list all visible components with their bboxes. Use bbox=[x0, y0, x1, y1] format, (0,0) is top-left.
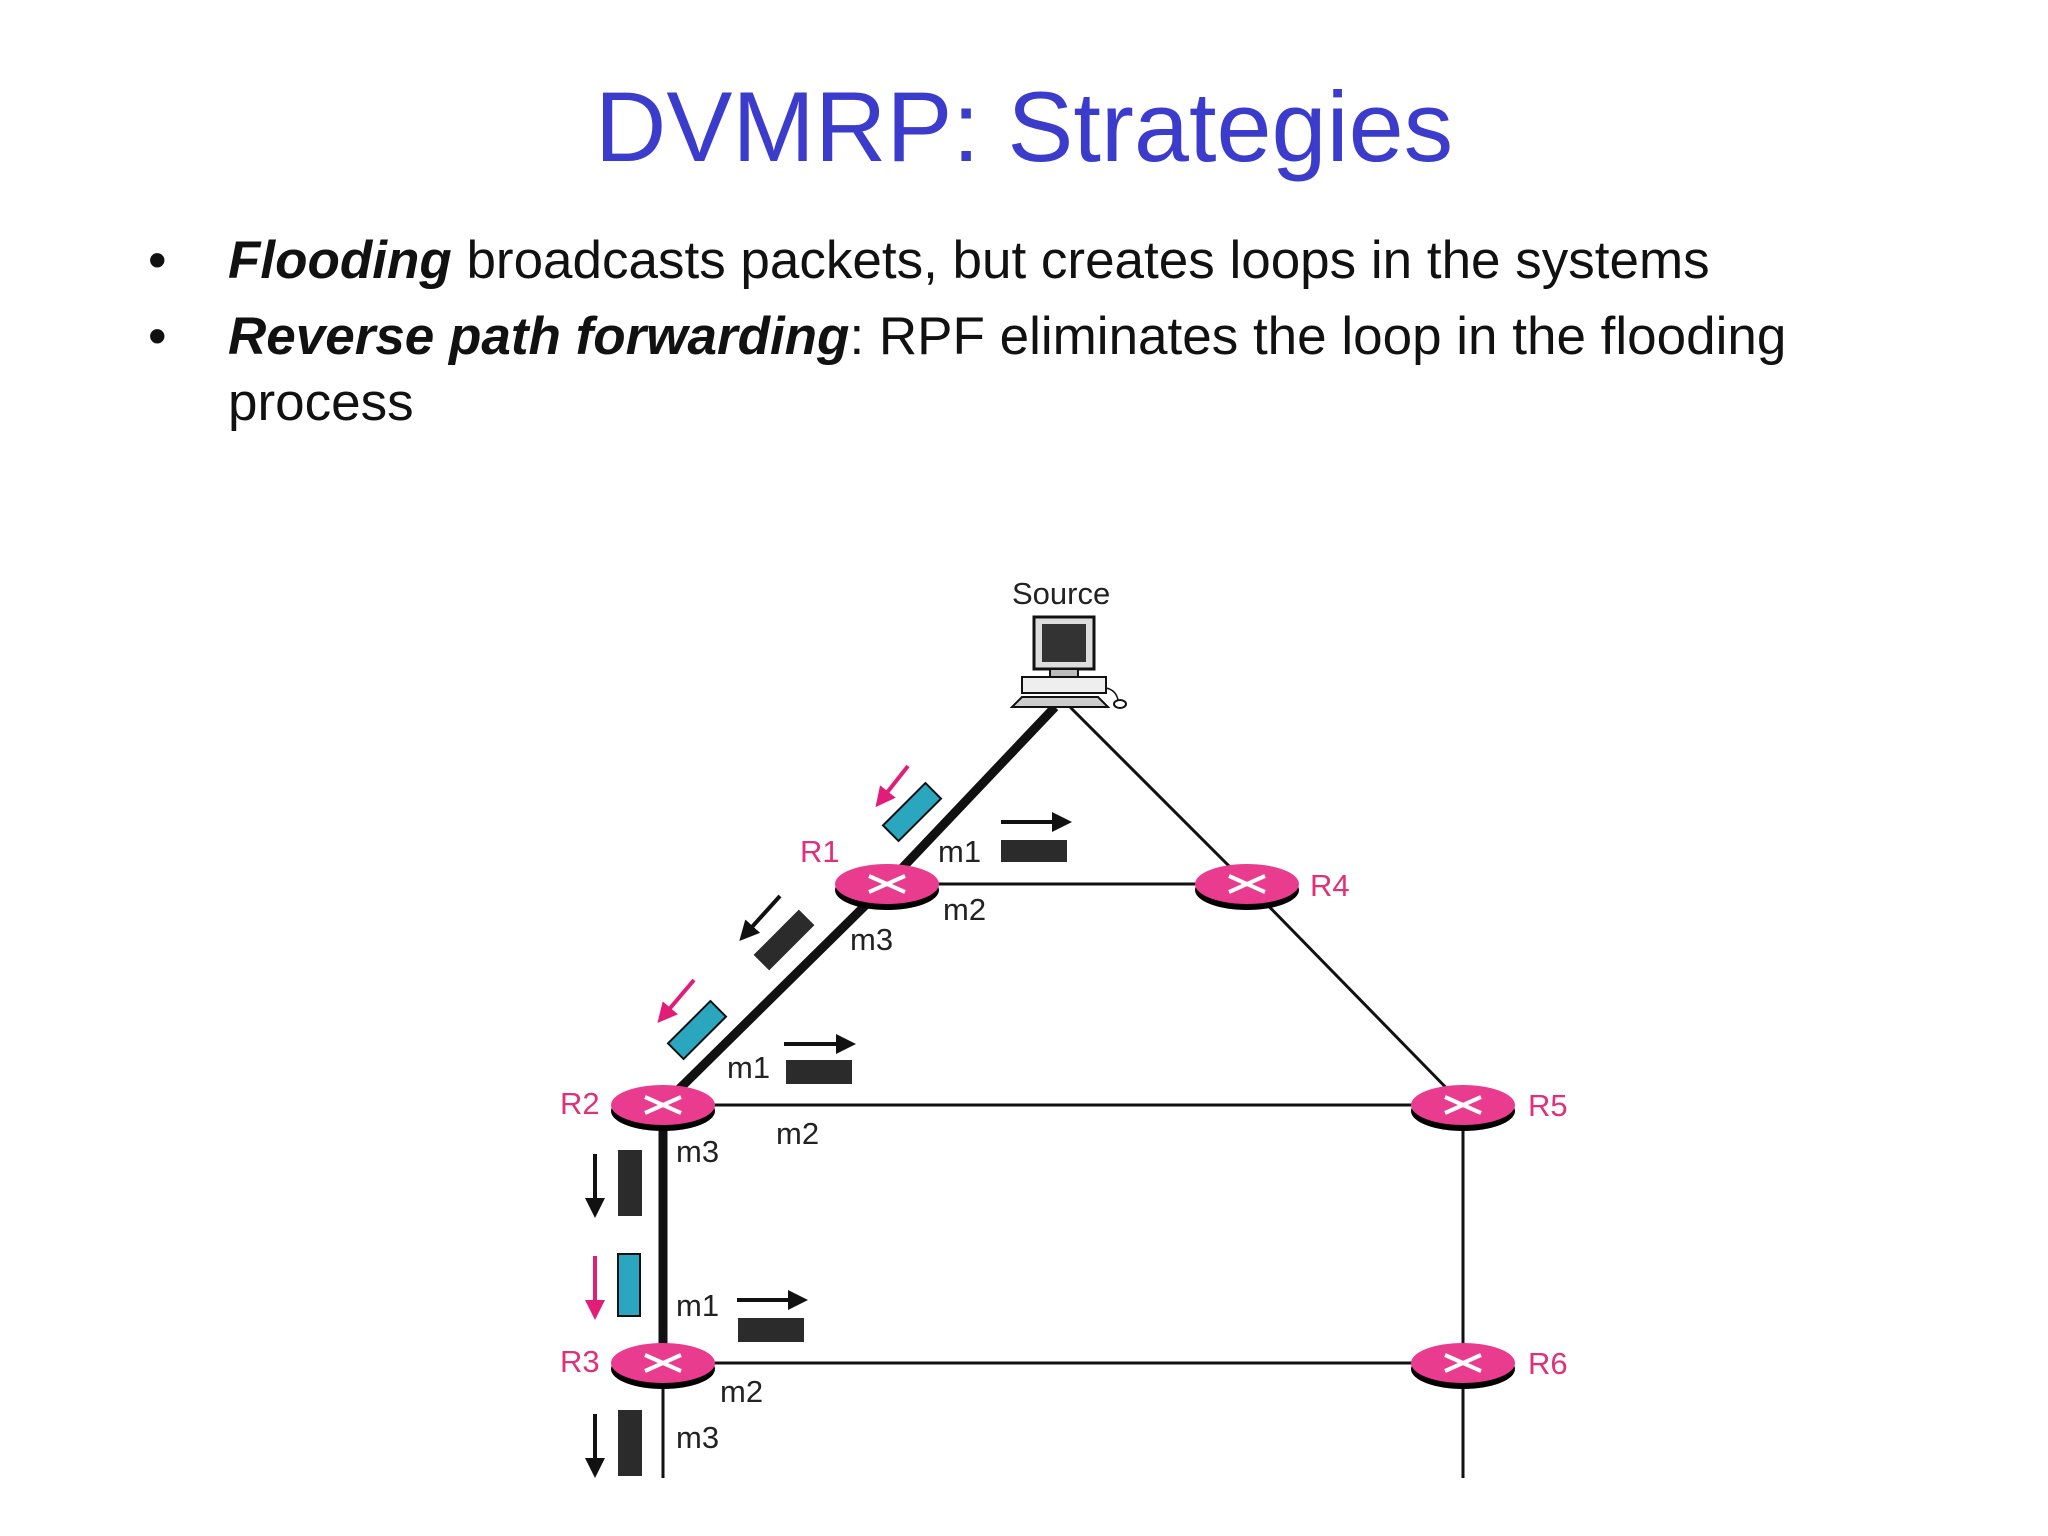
r3-port-m2-label: m2 bbox=[720, 1374, 763, 1409]
bullet-dot-icon: • bbox=[148, 307, 167, 366]
bullet-item-flooding: • Flooding broadcasts packets, but create… bbox=[140, 228, 1960, 294]
link-source-r4 bbox=[1068, 705, 1249, 886]
router-r2-icon bbox=[609, 1083, 717, 1133]
r3-port-m1-label: m1 bbox=[676, 1288, 719, 1323]
router-r6-label: R6 bbox=[1528, 1346, 1568, 1381]
bullet-term: Reverse path forwarding bbox=[228, 307, 850, 366]
rpf-arrow-source-r1-icon bbox=[875, 764, 910, 808]
rpf-packet-source-r1 bbox=[881, 781, 943, 843]
bullet-list: • Flooding broadcasts packets, but create… bbox=[140, 228, 1960, 446]
link-r1-r2 bbox=[659, 880, 891, 1109]
packet-r1-r2 bbox=[753, 909, 815, 971]
router-r4-icon bbox=[1193, 862, 1301, 912]
r2-port-m2-label: m2 bbox=[776, 1116, 819, 1151]
bullet-term: Flooding bbox=[228, 231, 452, 290]
router-r3-icon bbox=[609, 1341, 717, 1391]
r2-port-m1-label: m1 bbox=[727, 1050, 770, 1085]
link-source-r1 bbox=[883, 703, 1059, 888]
rpf-arrow-r1-r2-icon bbox=[657, 978, 696, 1024]
router-r1-label: R1 bbox=[800, 834, 840, 869]
bullet-text: RPF eliminates the loop in the flooding … bbox=[228, 307, 1787, 432]
source-label: Source bbox=[1012, 576, 1110, 611]
bullet-separator: : bbox=[849, 307, 879, 366]
slide-title: DVMRP: Strategies bbox=[594, 71, 1454, 182]
router-r2-label: R2 bbox=[560, 1086, 600, 1121]
packet-r3-m1 bbox=[738, 1318, 804, 1342]
packet-r2-r3 bbox=[618, 1150, 642, 1216]
router-r6-icon bbox=[1409, 1341, 1517, 1391]
packet-r1-m1 bbox=[1001, 840, 1067, 862]
bullet-text: broadcasts packets, but creates loops in… bbox=[466, 231, 1710, 290]
router-r5-icon bbox=[1409, 1083, 1517, 1133]
packet-r2-m1 bbox=[786, 1060, 852, 1084]
packet-r3-m3 bbox=[618, 1410, 642, 1476]
source-computer-icon bbox=[1009, 615, 1127, 709]
r1-port-m3-label: m3 bbox=[850, 922, 893, 957]
arrow-r1-r2-icon bbox=[739, 894, 782, 941]
router-r4-label: R4 bbox=[1310, 868, 1350, 903]
router-r3-label: R3 bbox=[560, 1344, 600, 1379]
router-r5-label: R5 bbox=[1528, 1088, 1568, 1123]
bullet-item-rpf: • Reverse path forwarding: RPF eliminates… bbox=[140, 304, 1960, 436]
rpf-packet-r2-r3 bbox=[617, 1253, 641, 1317]
r1-port-m2-label: m2 bbox=[943, 892, 986, 927]
rpf-packet-r1-r2 bbox=[666, 999, 728, 1061]
r2-port-m3-label: m3 bbox=[676, 1134, 719, 1169]
r3-port-m3-label: m3 bbox=[676, 1420, 719, 1455]
network-links bbox=[658, 703, 1465, 1478]
r1-port-m1-label: m1 bbox=[938, 834, 981, 869]
link-r4-r5 bbox=[1245, 882, 1465, 1107]
bullet-dot-icon: • bbox=[148, 231, 167, 290]
router-r1-icon bbox=[833, 862, 941, 912]
